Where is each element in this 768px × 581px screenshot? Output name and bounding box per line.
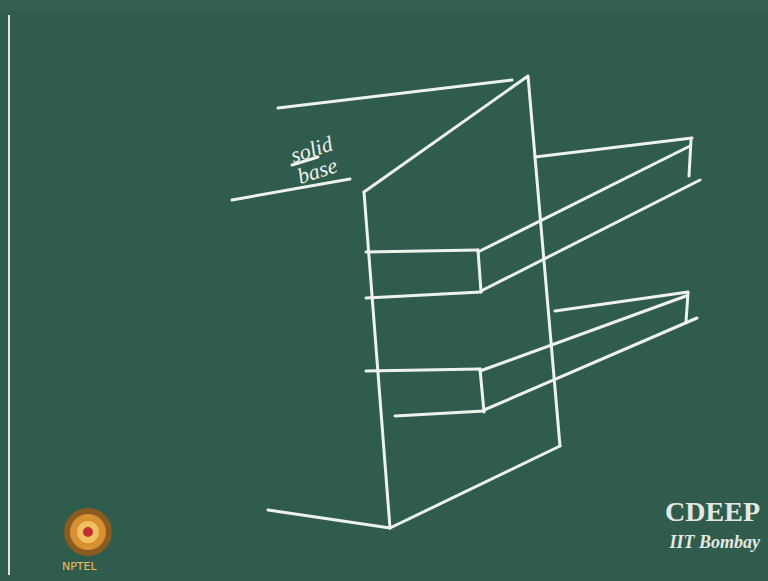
fin-illustration [232, 76, 700, 528]
nptel-logo [64, 508, 112, 556]
watermark: NPTEL [62, 561, 97, 573]
watermark: IIT Bombay [669, 532, 760, 552]
watermark: CDEEP [665, 497, 760, 527]
